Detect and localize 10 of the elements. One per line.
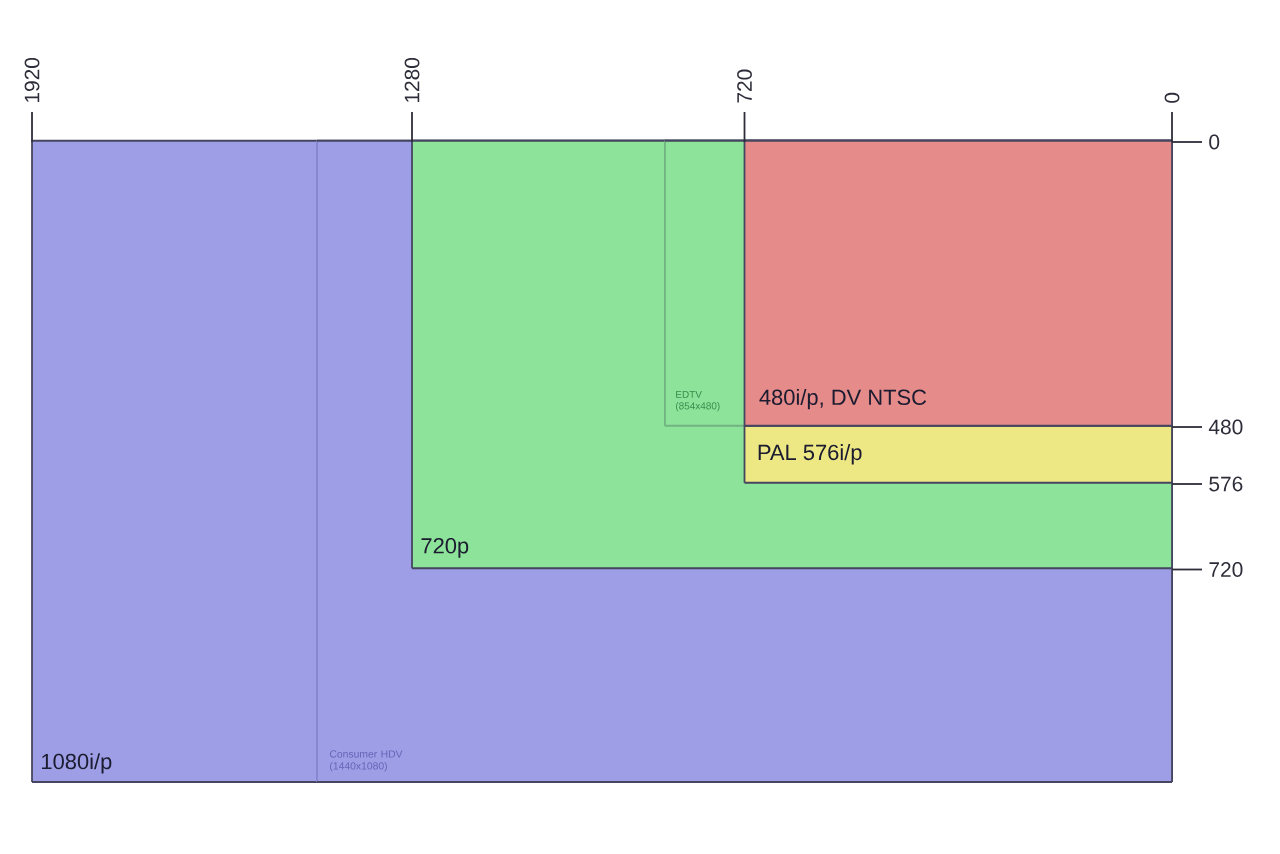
resolution-box: PAL 576i/p <box>743 424 1173 484</box>
tick-label: 576 <box>1209 476 1243 492</box>
tick-label: 480 <box>1208 419 1243 435</box>
resolution-box: 480i/p, DV NTSC <box>743 139 1173 427</box>
tick-label: 0 <box>1209 134 1220 150</box>
tick-label: 0 <box>1164 92 1180 103</box>
tick-label: 720 <box>1209 562 1243 577</box>
tick-label: 1920 <box>24 57 40 102</box>
tick-label: 1280 <box>404 57 420 102</box>
tick-label: 720 <box>737 69 752 103</box>
